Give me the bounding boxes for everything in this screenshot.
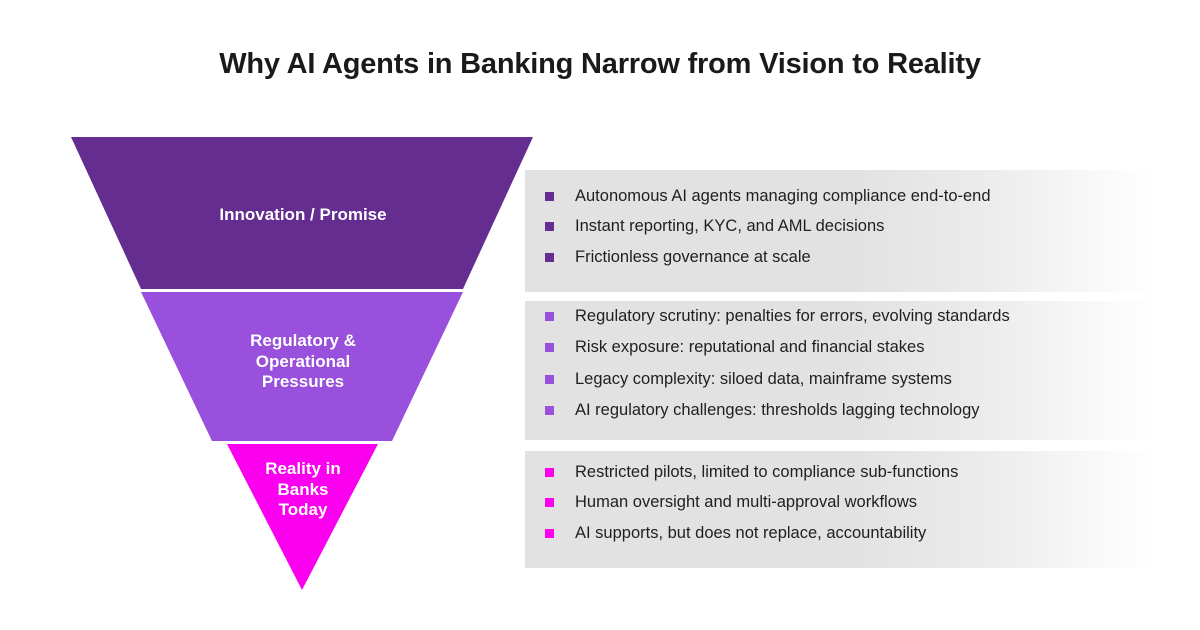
funnel-label-line: Today [278, 500, 328, 520]
list-item: Human oversight and multi-approval workf… [545, 492, 958, 513]
square-bullet-icon [545, 374, 554, 384]
bullet-panel-background-3 [525, 451, 1155, 568]
bullet-list-innovation: Autonomous AI agents managing compliance… [545, 186, 991, 277]
list-item: Regulatory scrutiny: penalties for error… [545, 306, 1010, 327]
square-bullet-icon [545, 312, 554, 321]
funnel-label-regulatory: Regulatory & Operational Pressures [183, 331, 423, 393]
list-item: Restricted pilots, limited to compliance… [545, 462, 958, 483]
funnel-label-line: Reality in [265, 459, 341, 478]
list-item: Autonomous AI agents managing compliance… [545, 186, 991, 207]
list-item: Frictionless governance at scale [545, 247, 991, 268]
list-item-label: Restricted pilots, limited to compliance… [575, 463, 959, 481]
square-bullet-icon [545, 343, 554, 353]
list-item: Instant reporting, KYC, and AML decision… [545, 216, 991, 237]
list-item-label: AI supports, but does not replace, accou… [575, 523, 927, 542]
square-bullet-icon [545, 222, 554, 232]
list-item-label: Frictionless governance at scale [575, 247, 811, 266]
list-item-label: Instant reporting, KYC, and AML decision… [575, 217, 885, 236]
list-item-label: Legacy complexity: siloed data, mainfram… [575, 369, 952, 388]
square-bullet-icon [545, 468, 554, 477]
bullet-list-regulatory: Regulatory scrutiny: penalties for error… [545, 306, 1010, 432]
list-item-label: Human oversight and multi-approval workf… [575, 493, 918, 512]
funnel-label-line: Operational [255, 351, 351, 371]
bullet-panel-background-1 [525, 170, 1155, 292]
list-item: Legacy complexity: siloed data, mainfram… [545, 369, 1010, 390]
funnel-label-innovation: Innovation / Promise [143, 205, 463, 226]
funnel-label-line: Pressures [261, 372, 345, 392]
list-item-label: AI regulatory challenges: thresholds lag… [575, 401, 980, 420]
bullet-list-reality: Restricted pilots, limited to compliance… [545, 462, 958, 553]
square-bullet-icon [545, 498, 554, 508]
square-bullet-icon [545, 406, 554, 416]
list-item: AI regulatory challenges: thresholds lag… [545, 400, 1010, 421]
page-title: Why AI Agents in Banking Narrow from Vis… [219, 48, 981, 80]
funnel-label-line: Innovation / Promise [219, 205, 387, 224]
list-item-label: Regulatory scrutiny: penalties for error… [575, 307, 1010, 325]
funnel-label-line: Banks [277, 479, 329, 499]
square-bullet-icon [545, 252, 554, 262]
list-item: AI supports, but does not replace, accou… [545, 523, 958, 544]
list-item-label: Risk exposure: reputational and financia… [575, 338, 925, 357]
square-bullet-icon [545, 192, 554, 201]
square-bullet-icon [545, 528, 554, 538]
funnel-label-reality: Reality in Banks Today [223, 459, 383, 521]
bullet-panel-background-2 [525, 301, 1155, 440]
list-item-label: Autonomous AI agents managing compliance… [575, 187, 991, 205]
list-item: Risk exposure: reputational and financia… [545, 337, 1010, 358]
funnel-label-line: Regulatory & [250, 331, 356, 350]
